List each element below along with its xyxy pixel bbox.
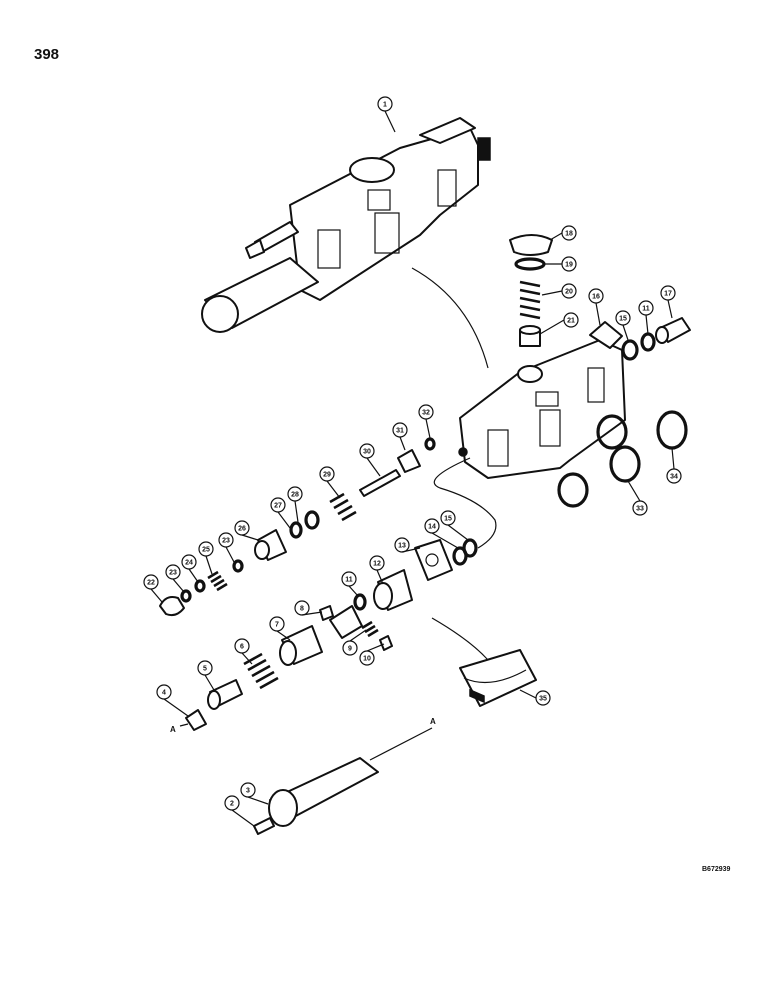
upper-valve-assembly bbox=[201, 117, 491, 333]
callout-24: 24 bbox=[181, 554, 197, 570]
svg-text:21: 21 bbox=[567, 318, 575, 325]
callout-31: 31 bbox=[392, 422, 408, 438]
svg-text:5: 5 bbox=[203, 666, 207, 673]
callout-35: 35 bbox=[535, 690, 551, 706]
svg-text:16: 16 bbox=[592, 294, 600, 301]
leader-line-35 bbox=[431, 617, 489, 661]
reference-marker-left: A bbox=[170, 725, 176, 734]
reference-line-a bbox=[369, 727, 433, 761]
callout-9: 9 bbox=[342, 640, 358, 656]
spool-upper-row bbox=[159, 437, 436, 617]
svg-text:10: 10 bbox=[363, 656, 371, 663]
svg-text:8: 8 bbox=[300, 606, 304, 613]
svg-text:4: 4 bbox=[162, 690, 166, 697]
callout-30: 30 bbox=[359, 443, 375, 459]
svg-text:24: 24 bbox=[185, 560, 193, 567]
callout-8: 8 bbox=[294, 600, 310, 616]
document-code: B672939 bbox=[702, 866, 731, 873]
svg-text:34: 34 bbox=[670, 474, 678, 481]
svg-text:14: 14 bbox=[428, 524, 436, 531]
callout-23-upper: 23 bbox=[218, 532, 234, 548]
callout-13: 13 bbox=[394, 537, 410, 553]
svg-text:25: 25 bbox=[202, 547, 210, 554]
svg-text:27: 27 bbox=[274, 503, 282, 510]
handle-3 bbox=[253, 757, 379, 835]
callout-15-upper: 15 bbox=[615, 310, 631, 326]
callout-34: 34 bbox=[666, 468, 682, 484]
svg-text:22: 22 bbox=[147, 580, 155, 587]
callout-27: 27 bbox=[270, 497, 286, 513]
svg-text:32: 32 bbox=[422, 410, 430, 417]
svg-text:9: 9 bbox=[348, 646, 352, 653]
callout-3: 3 bbox=[240, 782, 256, 798]
svg-text:11: 11 bbox=[642, 306, 650, 313]
svg-text:15: 15 bbox=[444, 516, 452, 523]
svg-text:2: 2 bbox=[230, 801, 234, 808]
svg-text:35: 35 bbox=[539, 696, 547, 703]
svg-text:15: 15 bbox=[619, 316, 627, 323]
callout-5: 5 bbox=[197, 660, 213, 676]
callout-16: 16 bbox=[588, 288, 604, 304]
callout-10: 10 bbox=[359, 650, 375, 666]
callout-leaders bbox=[150, 110, 675, 827]
reference-marker-right: A bbox=[430, 717, 436, 726]
callout-29: 29 bbox=[319, 466, 335, 482]
spool-middle-row bbox=[185, 538, 478, 731]
valve-section-body bbox=[458, 321, 626, 479]
callout-7: 7 bbox=[269, 616, 285, 632]
svg-text:7: 7 bbox=[275, 622, 279, 629]
svg-text:23: 23 bbox=[222, 538, 230, 545]
svg-text:20: 20 bbox=[565, 289, 573, 296]
callout-20: 20 bbox=[561, 283, 577, 299]
callout-14: 14 bbox=[424, 518, 440, 534]
callout-22: 22 bbox=[143, 574, 159, 590]
callout-4: 4 bbox=[156, 684, 172, 700]
callout-12: 12 bbox=[369, 555, 385, 571]
callout-28: 28 bbox=[287, 486, 303, 502]
leader-line-upper bbox=[411, 267, 489, 369]
svg-text:31: 31 bbox=[396, 428, 404, 435]
svg-text:23: 23 bbox=[169, 570, 177, 577]
svg-text:33: 33 bbox=[636, 506, 644, 513]
svg-text:6: 6 bbox=[240, 644, 244, 651]
relief-cap-parts bbox=[509, 234, 553, 347]
callout-18: 18 bbox=[561, 225, 577, 241]
callout-23-lower: 23 bbox=[165, 564, 181, 580]
svg-text:3: 3 bbox=[246, 788, 250, 795]
callout-11-upper: 11 bbox=[638, 300, 654, 316]
callout-21: 21 bbox=[563, 312, 579, 328]
callout-1: 1 bbox=[377, 96, 393, 112]
page-number: 398 bbox=[34, 46, 60, 63]
svg-text:13: 13 bbox=[398, 543, 406, 550]
svg-text:19: 19 bbox=[565, 262, 573, 269]
reference-line-a-left bbox=[179, 723, 189, 727]
svg-text:26: 26 bbox=[238, 526, 246, 533]
svg-text:17: 17 bbox=[664, 291, 672, 298]
svg-text:29: 29 bbox=[323, 472, 331, 479]
svg-text:11: 11 bbox=[345, 577, 353, 584]
callout-26: 26 bbox=[234, 520, 250, 536]
svg-text:30: 30 bbox=[363, 449, 371, 456]
callout-19: 19 bbox=[561, 256, 577, 272]
callout-17: 17 bbox=[660, 285, 676, 301]
callout-2: 2 bbox=[224, 795, 240, 811]
callout-11-lower: 11 bbox=[341, 571, 357, 587]
callout-25: 25 bbox=[198, 541, 214, 557]
half-shell-35 bbox=[459, 649, 537, 707]
callout-32: 32 bbox=[418, 404, 434, 420]
callout-33: 33 bbox=[632, 500, 648, 516]
svg-text:28: 28 bbox=[291, 492, 299, 499]
svg-text:1: 1 bbox=[383, 102, 387, 109]
svg-text:18: 18 bbox=[565, 231, 573, 238]
end-fitting-parts bbox=[621, 317, 691, 361]
callout-15-lower: 15 bbox=[440, 510, 456, 526]
callout-6: 6 bbox=[234, 638, 250, 654]
svg-text:12: 12 bbox=[373, 561, 381, 568]
leader-line-ports bbox=[433, 457, 497, 549]
